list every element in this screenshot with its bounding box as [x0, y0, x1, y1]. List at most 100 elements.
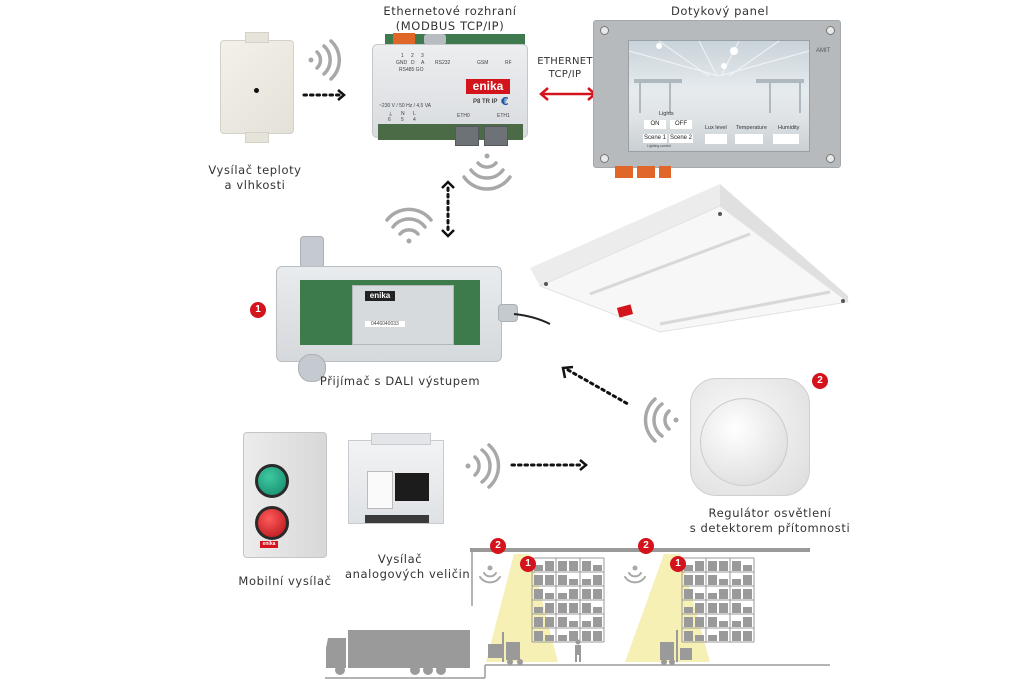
eth1-port: [484, 126, 508, 146]
rack-box: [582, 603, 591, 613]
panel-brand: AMIT: [816, 48, 831, 54]
rack-box: [695, 593, 704, 599]
warehouse-photo: [628, 40, 810, 113]
terminal-gnd: GND: [396, 60, 408, 66]
wifi-icon: [643, 397, 679, 443]
enika-logo: enika: [365, 291, 395, 301]
rack-box: [558, 593, 567, 599]
rack-box: [743, 631, 752, 641]
rs232-label: RS232: [435, 60, 451, 66]
screw: [600, 26, 609, 35]
humidity-label: Humidity: [778, 125, 800, 131]
rack-box: [582, 561, 591, 571]
warehouse-detector-badge: 2: [490, 538, 506, 554]
terminal-2: 2: [411, 53, 414, 59]
sensor-led: [254, 88, 259, 93]
detector-label: Regulátor osvětlení s detektorem přítomn…: [680, 506, 860, 536]
rack-box: [558, 603, 567, 613]
analog-label: Vysílač analogových veličin: [345, 552, 471, 582]
scene-2-button[interactable]: Scene 2: [669, 134, 693, 143]
gateway-title-line1: Ethernetové rozhraní: [383, 4, 517, 18]
rack-box: [569, 589, 578, 599]
rack-box: [719, 589, 728, 599]
dotted-arrow-vertical: [441, 180, 455, 238]
rack-box: [593, 575, 602, 585]
lights-on-button[interactable]: ON: [644, 120, 666, 129]
rack-box: [732, 589, 741, 599]
rack-box: [558, 575, 567, 585]
detector-label-line1: Regulátor osvětlení: [708, 506, 832, 520]
rack-box: [695, 635, 704, 641]
cable: [513, 313, 551, 325]
receiver-module: enika 0446040033: [352, 285, 454, 345]
warehouse-luminaire-badge: 1: [670, 556, 686, 572]
led-luminaire: [530, 184, 850, 333]
rack-box: [569, 603, 578, 613]
rack-box: [695, 575, 704, 585]
detector-badge: 2: [812, 373, 828, 389]
power-num-6: 6: [388, 117, 391, 123]
rack-box: [582, 579, 591, 585]
rack-box: [545, 635, 554, 641]
rack-box: [534, 575, 543, 585]
rack-box: [569, 579, 578, 585]
rack-box: [732, 603, 741, 613]
rack-box: [743, 589, 752, 599]
temperature-humidity-sensor: [220, 32, 294, 143]
rack-box: [708, 617, 717, 627]
rs232-connector: [424, 34, 446, 45]
din-display: [395, 473, 429, 501]
wifi-icon: [308, 39, 341, 81]
rack: [681, 557, 755, 643]
rack-box: [743, 607, 752, 613]
panel-terminal: [615, 166, 633, 178]
rack-box: [593, 617, 602, 627]
terminal-3: 3: [421, 53, 424, 59]
rack-box: [545, 617, 554, 627]
panel-terminal: [637, 166, 655, 178]
screw: [600, 154, 609, 163]
lux-level-field: [705, 134, 727, 144]
rack-box: [684, 607, 693, 613]
rack-box: [593, 565, 602, 571]
mobile-transmitter: [243, 432, 327, 558]
mount-tab-bottom: [245, 132, 269, 143]
terminal-1: 1: [401, 53, 404, 59]
sensor-label-line1: Vysílač teploty: [208, 163, 302, 177]
mobile-label: Mobilní vysílač: [238, 574, 332, 588]
bus-label: RS485 GO: [399, 67, 424, 73]
panel-title: Dotykový panel: [670, 4, 770, 18]
rack: [531, 557, 605, 643]
warehouse-illustration: [325, 548, 830, 679]
receiver-label: Přijímač s DALI výstupem: [319, 374, 481, 388]
enika-e-icon: €: [501, 95, 509, 108]
rack-box: [719, 603, 728, 613]
rack-box: [534, 631, 543, 641]
power-num-4: 4: [413, 117, 416, 123]
rack-box: [684, 631, 693, 641]
rack-box: [558, 617, 567, 627]
wifi-icon: [479, 565, 501, 584]
rack-box: [593, 607, 602, 613]
lights-label: Lights: [659, 111, 674, 117]
rack-box: [582, 631, 591, 641]
rack-box: [582, 621, 591, 627]
rack-box: [569, 621, 578, 627]
rack-box: [719, 579, 728, 585]
truck: [326, 630, 470, 675]
analog-transmitter: [348, 433, 444, 524]
rack-box: [708, 575, 717, 585]
rack-box: [708, 593, 717, 599]
rack-box: [732, 631, 741, 641]
scene-1-button[interactable]: Scene 1: [643, 134, 667, 143]
rack-box: [695, 603, 704, 613]
din-terminals-top: [371, 433, 431, 445]
ethernet-arrow: [539, 87, 597, 101]
screw: [826, 154, 835, 163]
ethernet-label: ETHERNET TCP/IP: [530, 55, 600, 81]
rack-box: [534, 607, 543, 613]
wifi-icon: [624, 565, 646, 584]
rack-box: [743, 565, 752, 571]
analog-label-line2: analogových veličin: [345, 567, 471, 581]
lights-off-button[interactable]: OFF: [670, 120, 692, 129]
